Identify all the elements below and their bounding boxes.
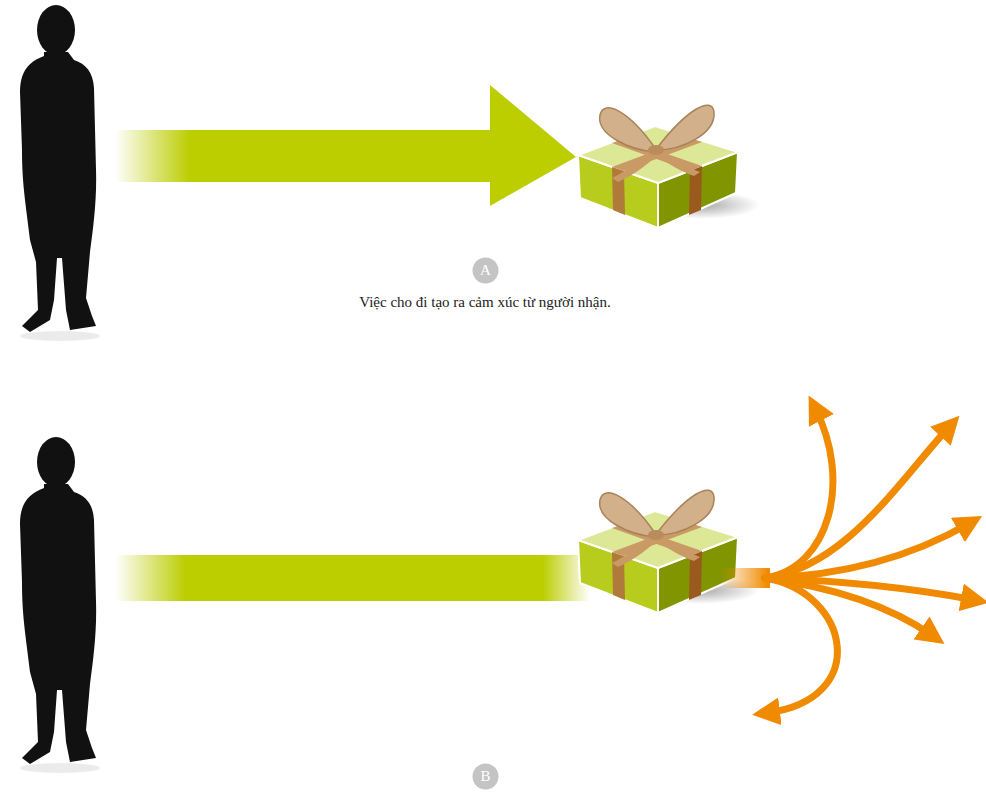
caption-text: Việc cho đi tạo ra cảm xúc từ người nhận… <box>285 294 685 311</box>
panel-letter: A <box>472 257 499 284</box>
letter-circle: A <box>472 257 499 284</box>
green-arrow-head <box>490 85 576 206</box>
green-bar <box>115 555 590 601</box>
panel-letter: B <box>472 763 499 790</box>
green-arrow-shaft <box>115 130 495 182</box>
letter-circle: B <box>472 763 499 790</box>
orange-arrows <box>765 408 975 713</box>
